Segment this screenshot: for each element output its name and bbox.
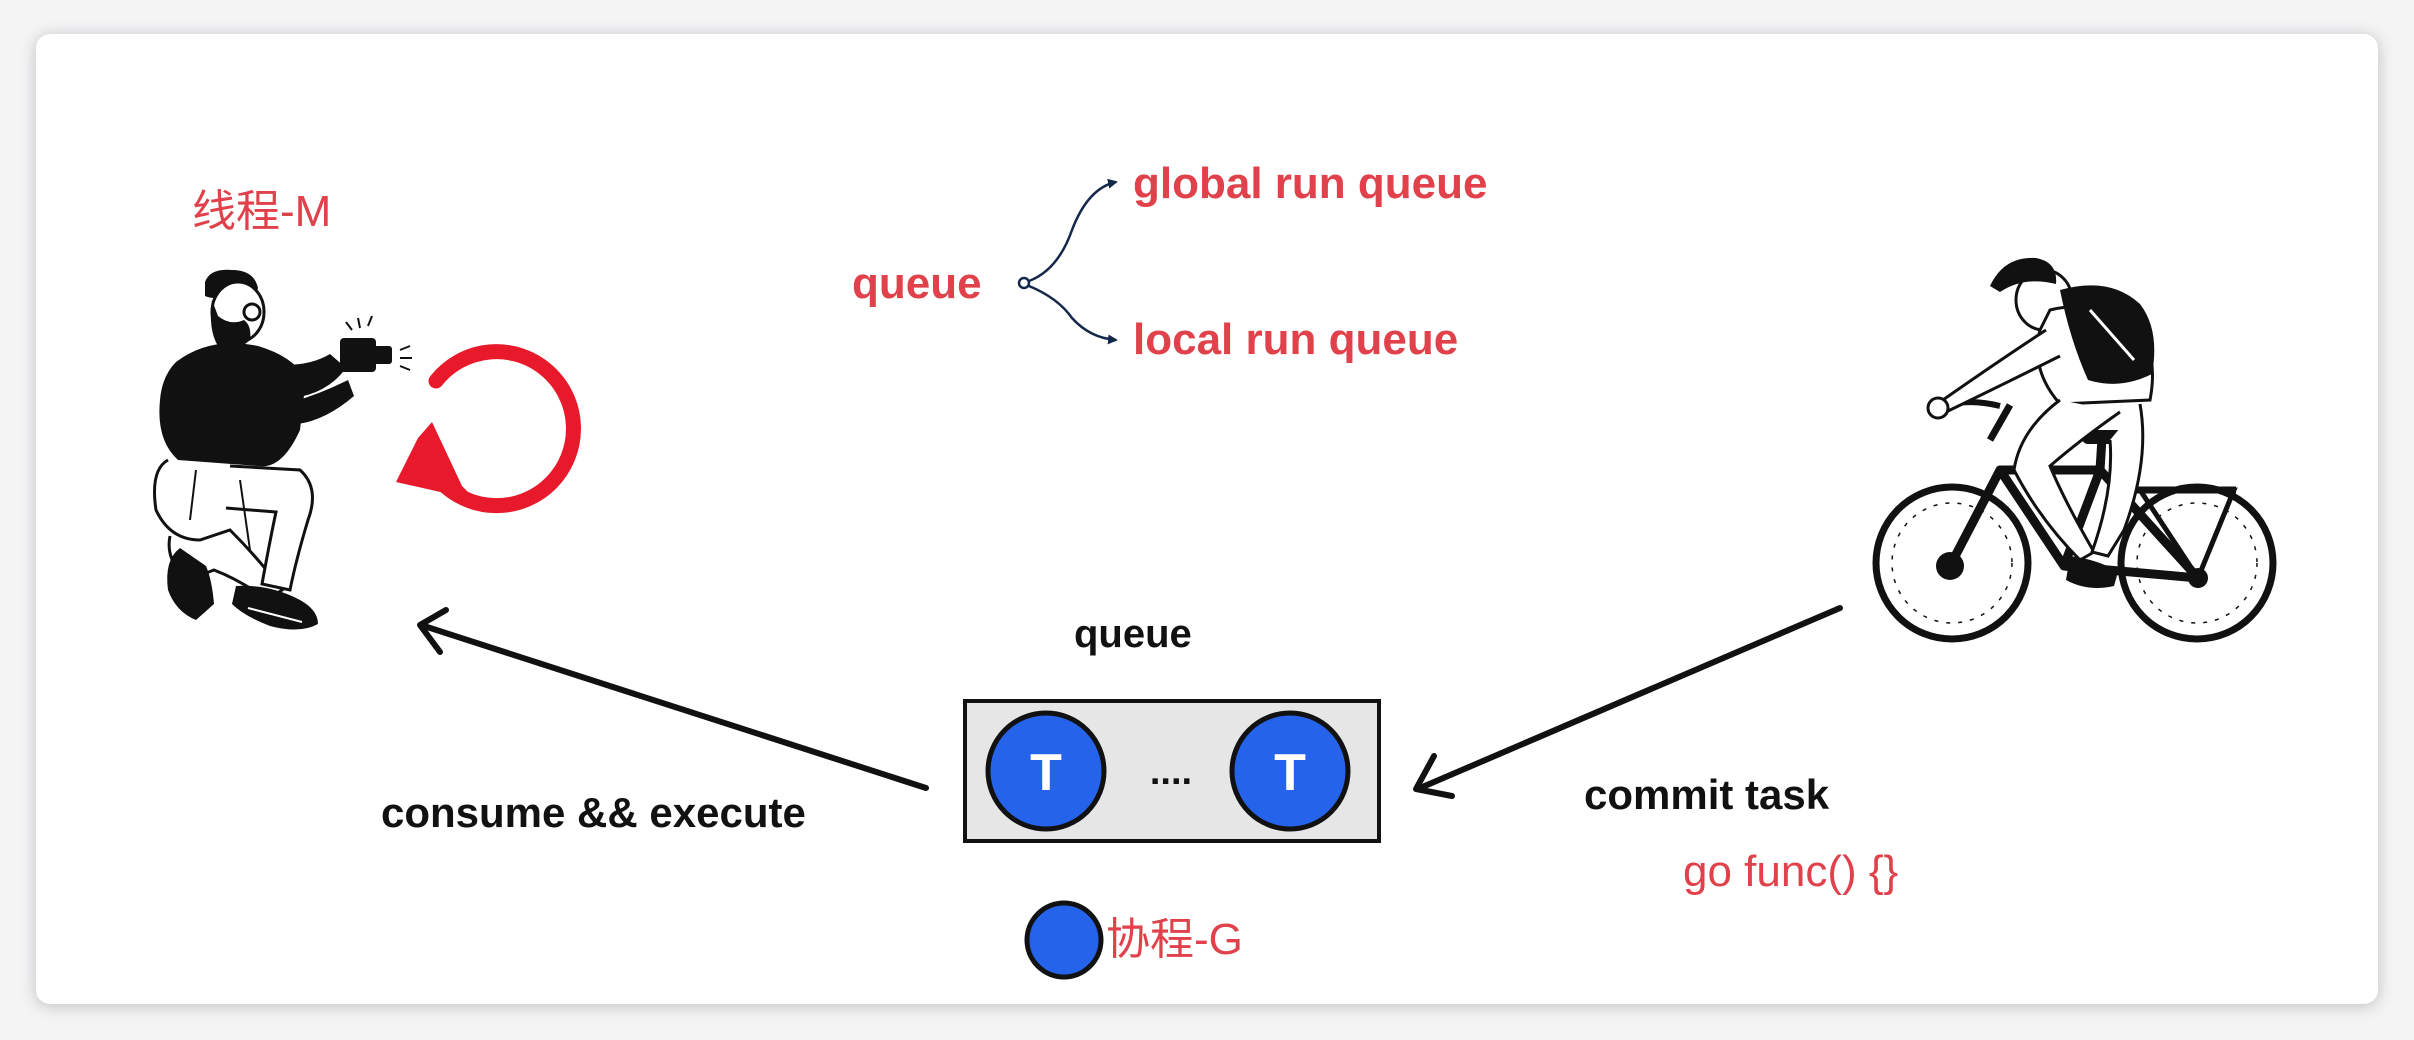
consume-execute-label: consume && execute: [381, 789, 806, 836]
queue-tree-root: queue: [852, 259, 982, 308]
task-token-label: T: [1030, 744, 1062, 802]
global-run-queue-label: global run queue: [1133, 159, 1488, 208]
queue-ellipsis: ....: [1150, 751, 1192, 793]
thread-m-label: 线程-M: [192, 187, 332, 236]
cyclist-illustration: [1872, 257, 2277, 643]
local-run-queue-label: local run queue: [1133, 315, 1459, 364]
queue-tree-connectors: [1017, 178, 1118, 345]
consume-arrow: [417, 607, 929, 791]
goroutine-legend-dot: [1024, 900, 1104, 980]
task-token: [985, 710, 1107, 832]
photographer-illustration: [153, 269, 412, 630]
goroutine-legend-label: 协程-G: [1106, 915, 1243, 964]
task-token: [1229, 710, 1351, 832]
commit-task-label: commit task: [1584, 771, 1830, 818]
commit-arrow: [1413, 605, 1843, 799]
loop-icon: [396, 344, 581, 514]
go-func-code-label: go func() {}: [1683, 847, 1899, 896]
queue-box-title: queue: [1074, 612, 1192, 656]
task-token-label: T: [1274, 744, 1306, 802]
